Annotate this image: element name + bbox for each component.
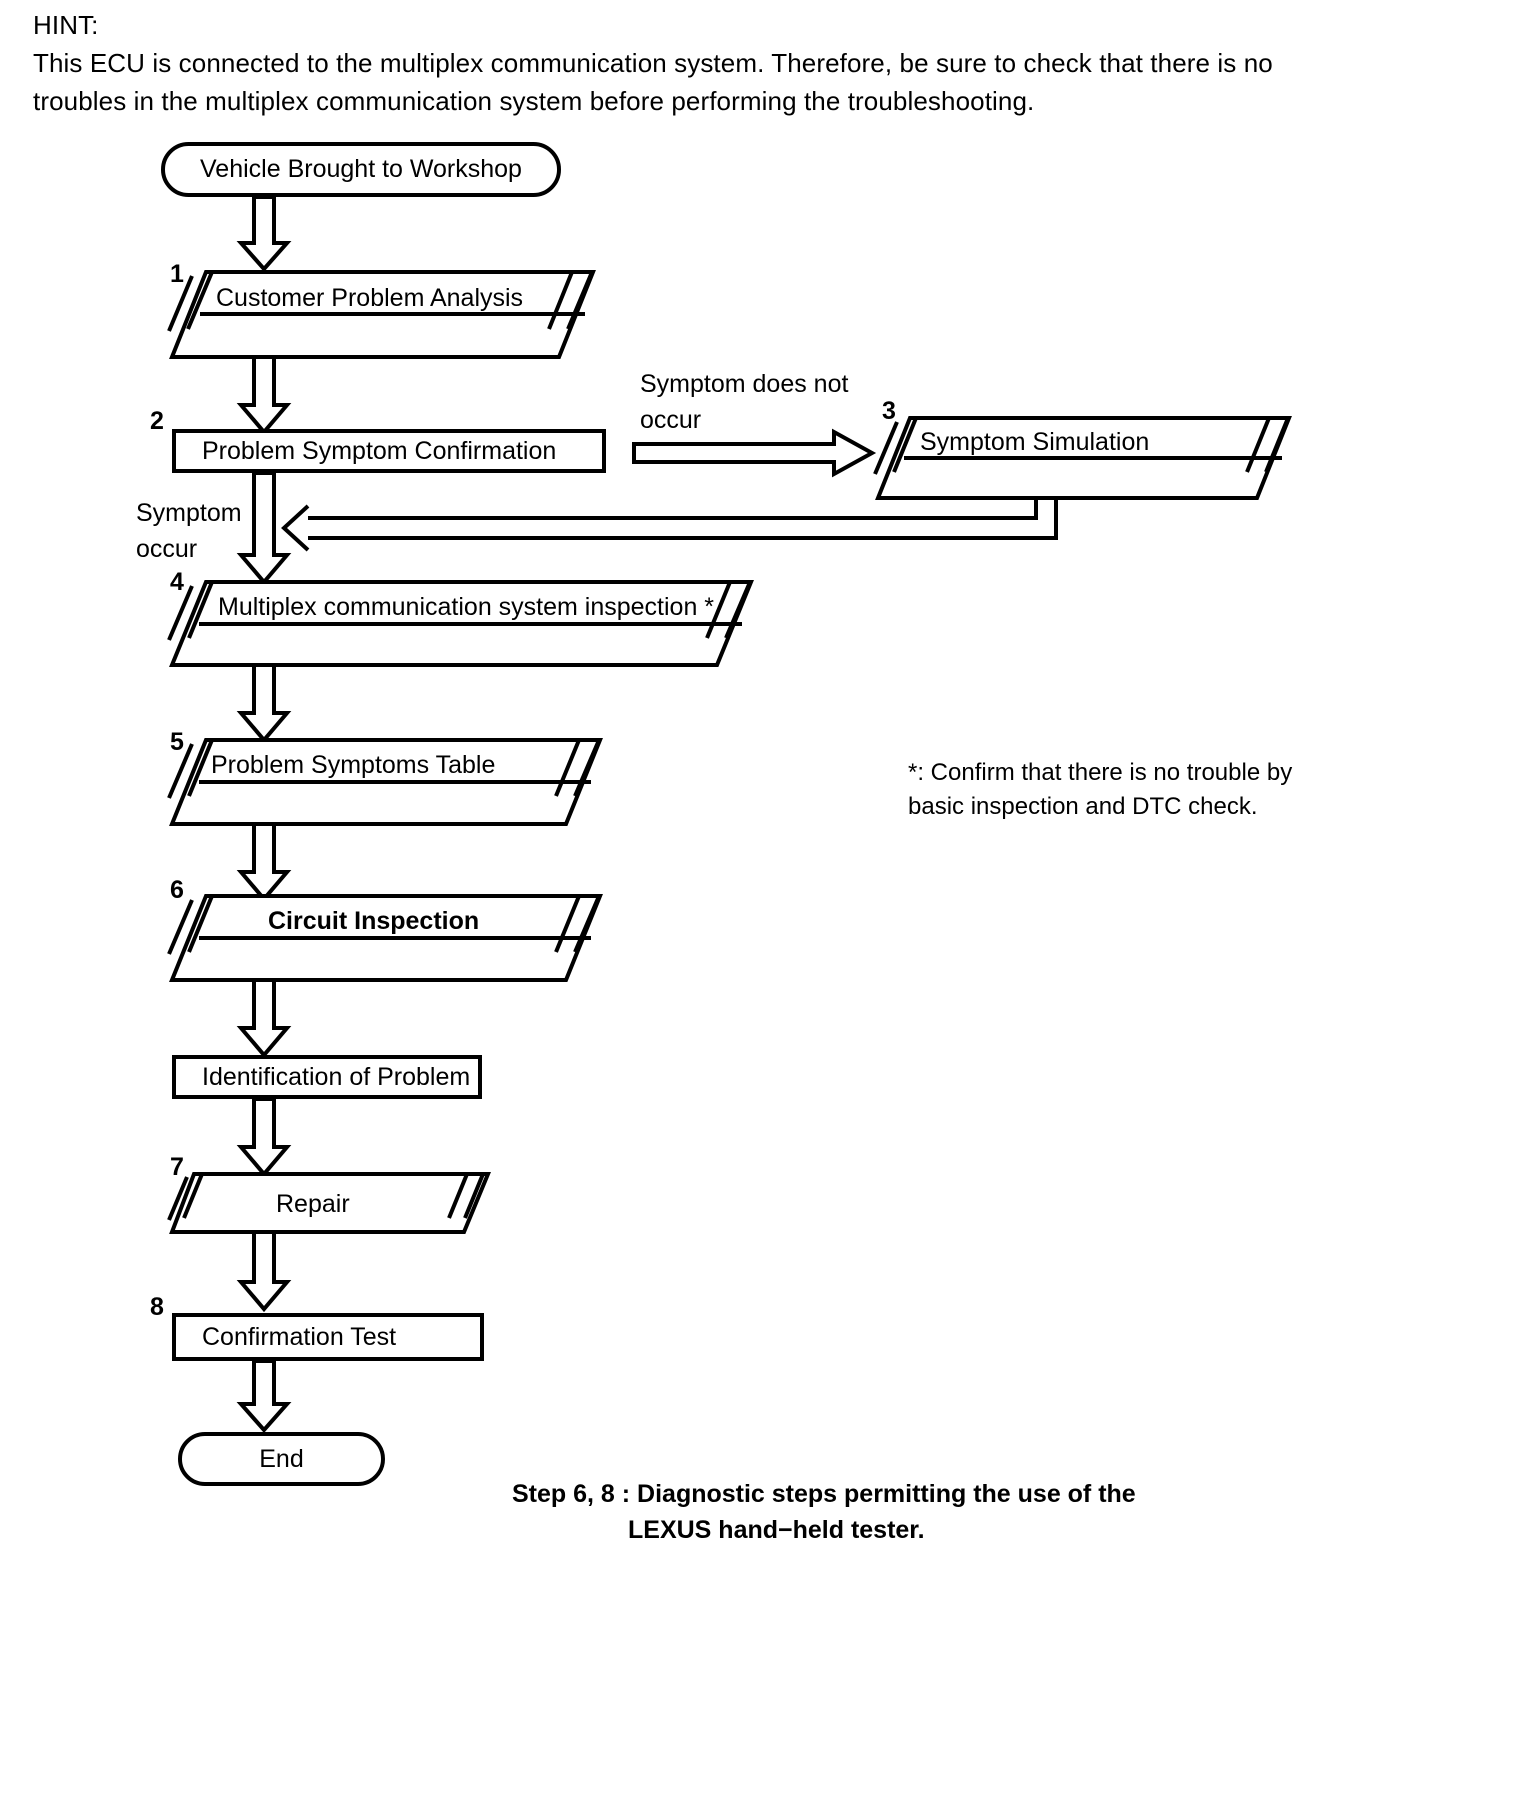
arrow-2-to-4 xyxy=(236,471,292,586)
node-problem-symptom-confirmation[interactable]: Problem Symptom Confirmation xyxy=(172,429,606,473)
arrow-1-to-2 xyxy=(236,355,292,436)
flow-start-terminator[interactable]: Vehicle Brought to Workshop xyxy=(161,142,561,197)
flow-end-label: End xyxy=(259,1444,304,1473)
node-circuit-inspection[interactable]: Circuit Inspection xyxy=(167,894,603,982)
footer-caption: Step 6, 8 : Diagnostic steps permitting … xyxy=(512,1480,1136,1544)
node-label-3: Symptom Simulation xyxy=(920,428,1150,456)
asterisk-note: *: Confirm that there is no trouble by b… xyxy=(908,759,1293,820)
node-label-8: Confirmation Test xyxy=(202,1322,397,1351)
flow-start-label: Vehicle Brought to Workshop xyxy=(200,155,522,183)
step-number-5: 5 xyxy=(170,728,184,756)
flow-end-terminator[interactable]: End xyxy=(178,1432,385,1486)
arrow-6-to-identification xyxy=(236,978,292,1059)
node-label-5: Problem Symptoms Table xyxy=(211,751,496,779)
arrow-7-to-8 xyxy=(236,1230,292,1313)
node-label-7: Repair xyxy=(276,1190,350,1218)
hint-text: This ECU is connected to the multiplex c… xyxy=(33,48,1273,116)
node-multiplex-communication-system-inspection[interactable]: Multiplex communication system inspectio… xyxy=(167,580,754,667)
step-number-4: 4 xyxy=(170,568,184,596)
arrow-8-to-end xyxy=(236,1359,292,1434)
feedback-loop-3-to-4 xyxy=(280,496,1060,558)
arrow-5-to-6 xyxy=(236,822,292,903)
node-label-1: Customer Problem Analysis xyxy=(216,284,524,312)
step-number-3: 3 xyxy=(882,397,896,425)
node-confirmation-test[interactable]: Confirmation Test xyxy=(172,1313,484,1361)
node-problem-symptoms-table[interactable]: Problem Symptoms Table xyxy=(167,738,603,826)
step-number-1: 1 xyxy=(170,260,184,288)
node-label-6: Circuit Inspection xyxy=(268,907,480,935)
hint-label: HINT: xyxy=(33,10,99,40)
step-number-6: 6 xyxy=(170,876,184,904)
arrow-start-to-1 xyxy=(236,195,292,273)
node-customer-problem-analysis[interactable]: Customer Problem Analysis xyxy=(167,270,596,359)
step-number-2: 2 xyxy=(150,407,164,435)
node-label-identification: Identification of Problem xyxy=(202,1062,471,1091)
node-repair[interactable]: Repair xyxy=(167,1172,491,1234)
node-label-4: Multiplex communication system inspectio… xyxy=(218,593,715,621)
node-symptom-simulation[interactable]: Symptom Simulation xyxy=(873,416,1292,500)
arrow-identification-to-7 xyxy=(236,1097,292,1178)
step-number-8: 8 xyxy=(150,1293,164,1321)
edge-label-symptom-occur: Symptom occur xyxy=(136,499,242,563)
arrow-4-to-5 xyxy=(236,663,292,744)
hint-block: HINT: This ECU is connected to the multi… xyxy=(33,6,1303,120)
step-number-7: 7 xyxy=(170,1153,184,1181)
edge-label-symptom-does-not-occur: Symptom does not occur xyxy=(640,370,849,434)
arrow-2-to-3 xyxy=(632,428,877,478)
node-label-2: Problem Symptom Confirmation xyxy=(202,436,557,465)
node-identification-of-problem[interactable]: Identification of Problem xyxy=(172,1055,482,1099)
